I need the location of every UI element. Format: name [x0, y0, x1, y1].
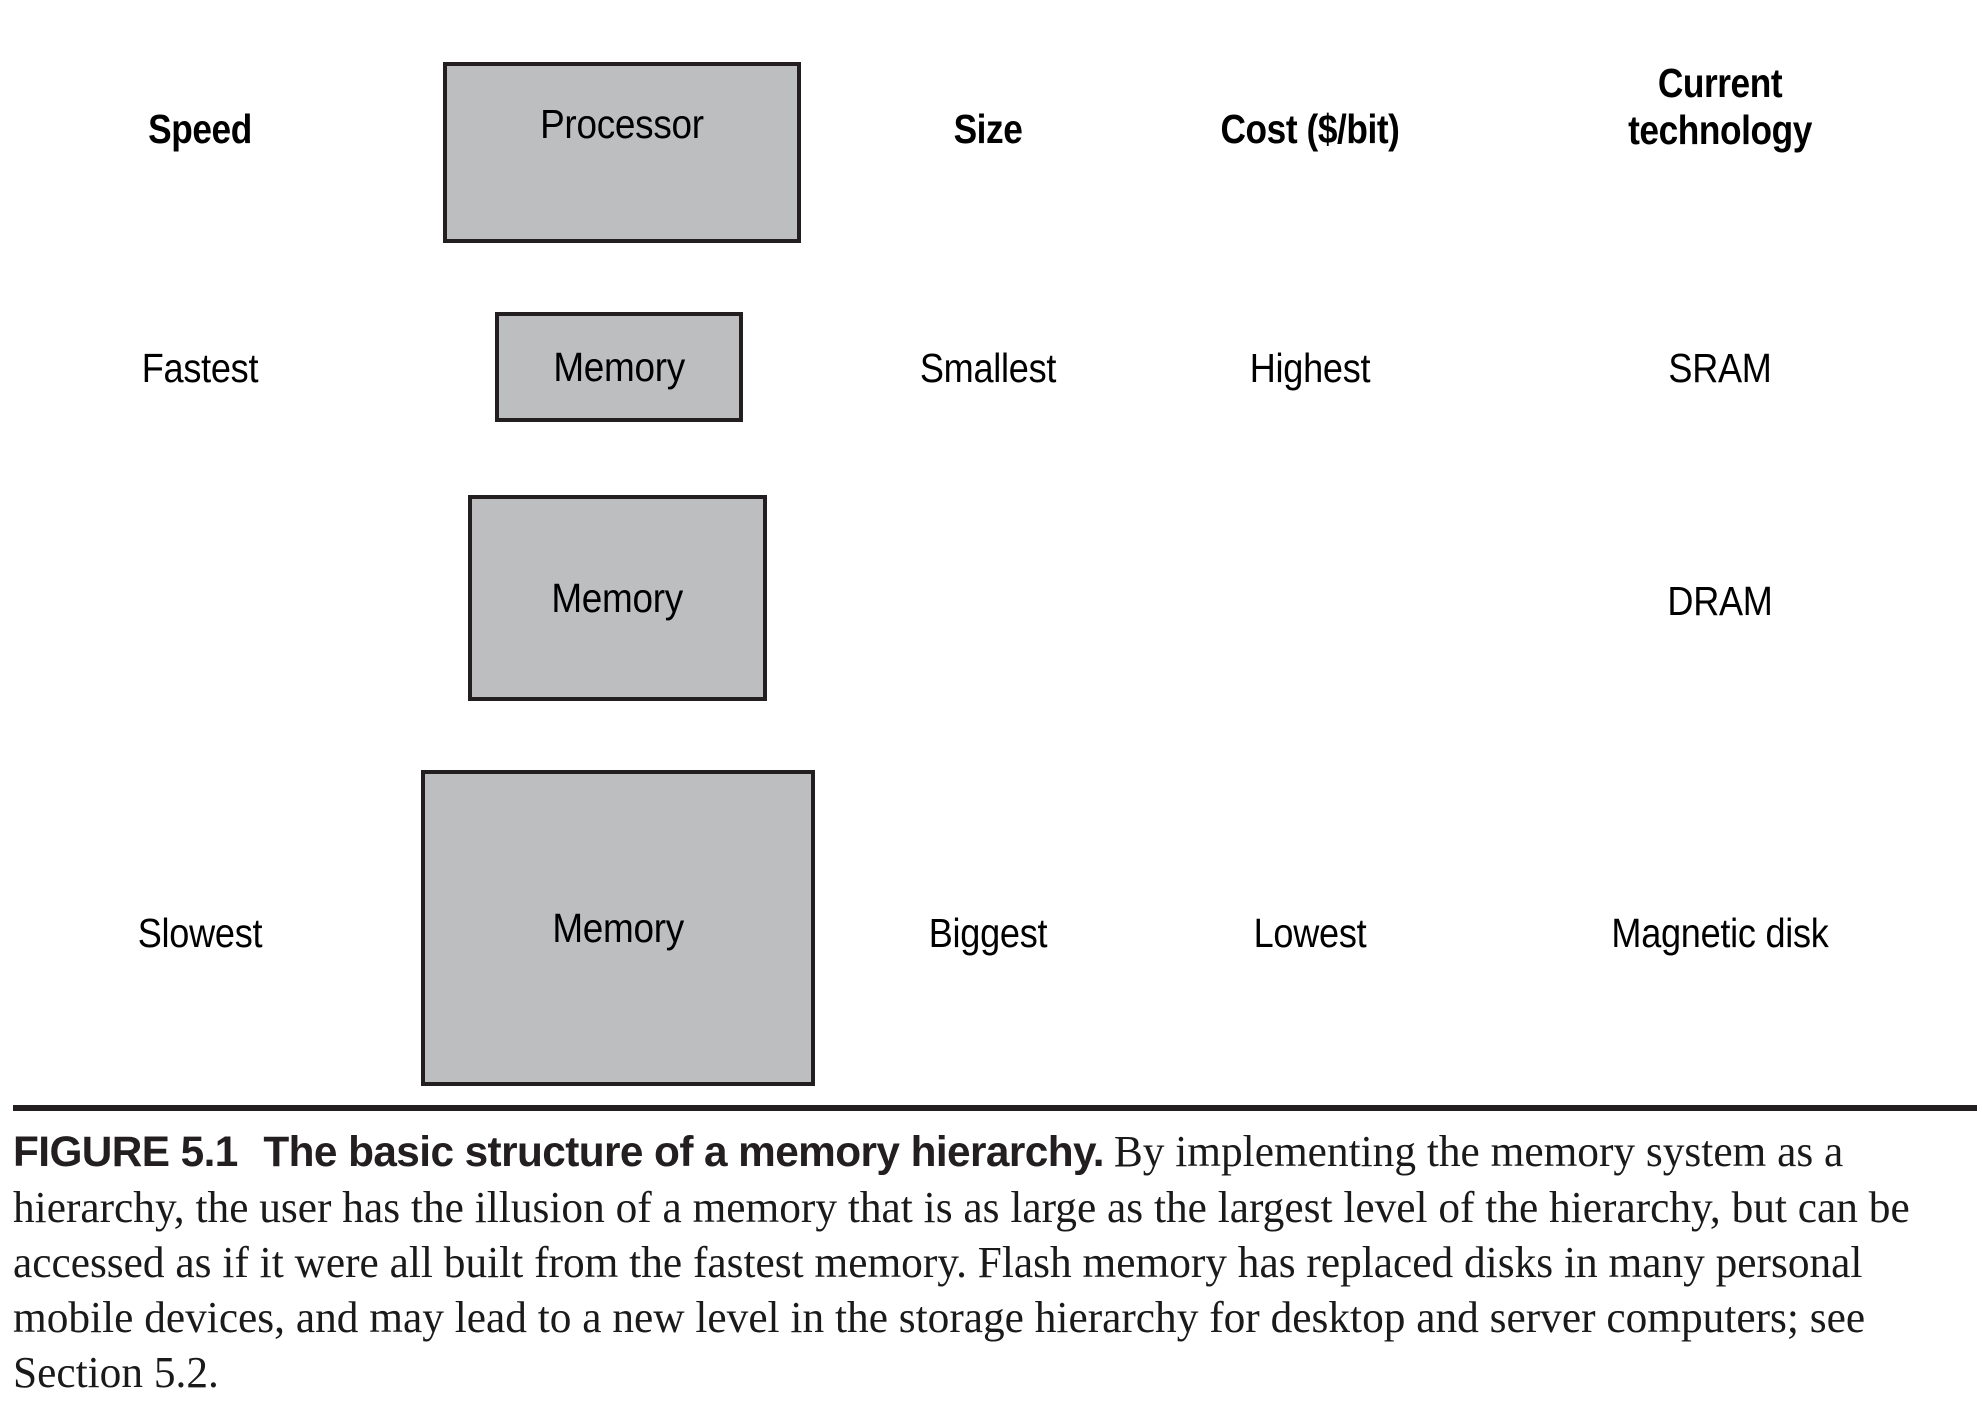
level-sram-size: Smallest: [919, 345, 1057, 391]
level-disk-size: Biggest: [928, 910, 1048, 956]
memory-block-dram-label: Memory: [551, 574, 684, 621]
memory-block-sram-label: Memory: [553, 343, 685, 390]
memory-block-disk: Memory: [421, 770, 815, 1086]
level-disk-technology: Magnetic disk: [1611, 910, 1829, 956]
level-sram-technology: SRAM: [1668, 345, 1772, 391]
memory-block-disk-label: Memory: [552, 904, 684, 951]
column-header-current-technology: Current technology: [1628, 60, 1812, 153]
caption-divider: [13, 1105, 1977, 1111]
processor-block-label: Processor: [540, 101, 704, 147]
level-disk-cost: Lowest: [1253, 910, 1367, 956]
memory-hierarchy-figure: Speed Size Cost ($/bit) Current technolo…: [137, 60, 1829, 1086]
column-header-speed: Speed: [148, 106, 252, 152]
level-sram-speed: Fastest: [141, 345, 259, 391]
figure-caption-body: By implementing the memory system as a h…: [13, 1127, 1910, 1397]
column-header-cost: Cost ($/bit): [1220, 106, 1400, 152]
column-header-size: Size: [953, 106, 1023, 152]
level-sram-cost: Highest: [1249, 345, 1371, 391]
memory-block-sram: Memory: [495, 312, 743, 422]
level-dram-technology: DRAM: [1667, 578, 1773, 624]
figure-title: The basic structure of a memory hierarch…: [263, 1128, 1104, 1176]
figure-caption: FIGURE 5.1 The basic structure of a memor…: [13, 1124, 1944, 1400]
level-disk-speed: Slowest: [137, 910, 263, 956]
figure-number: FIGURE 5.1: [13, 1128, 238, 1176]
memory-block-dram: Memory: [468, 495, 767, 701]
processor-block: Processor: [443, 62, 801, 243]
